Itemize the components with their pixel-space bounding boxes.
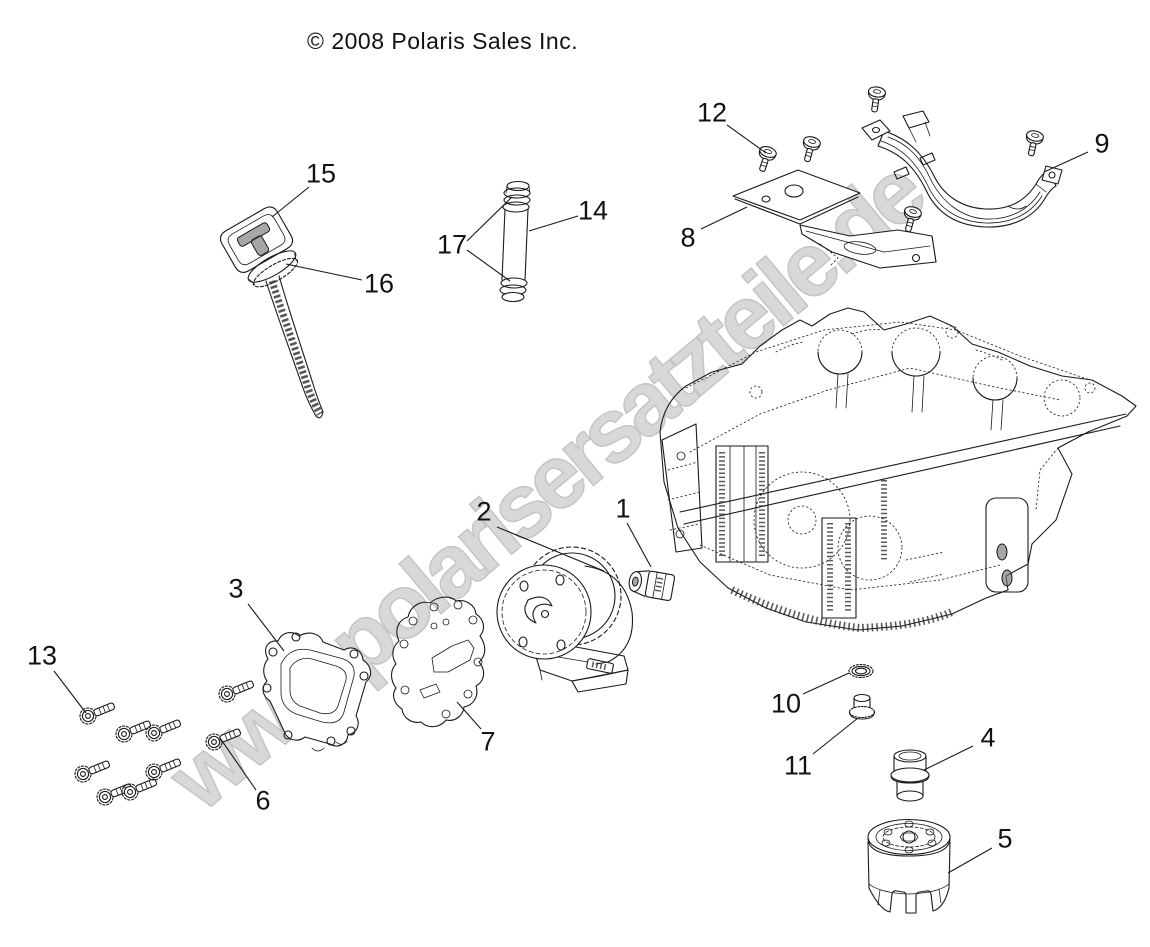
leader-6 — [219, 737, 257, 791]
callout-6: 6 — [255, 785, 271, 816]
screw-12 — [753, 144, 779, 175]
bolt — [72, 755, 113, 785]
callout-3: 3 — [228, 573, 244, 604]
screw — [865, 85, 887, 114]
callout-11: 11 — [783, 750, 813, 781]
screw — [899, 204, 924, 235]
leader-11 — [812, 717, 859, 755]
screw — [1021, 128, 1045, 158]
callout-2: 2 — [476, 496, 492, 527]
bolt — [113, 715, 154, 745]
bolt — [143, 753, 184, 783]
leader-12 — [726, 124, 767, 154]
leader-14 — [528, 215, 579, 232]
flange-bolts — [72, 675, 257, 808]
mount-bracket — [732, 169, 937, 269]
leader-15 — [271, 186, 310, 218]
leader-3 — [247, 603, 285, 652]
callout-4: 4 — [980, 722, 996, 753]
callout-12: 12 — [696, 97, 728, 128]
leader-lines — [53, 124, 1089, 874]
leader-17a — [466, 196, 513, 242]
leader-9 — [1043, 151, 1089, 173]
bolt-13 — [77, 697, 118, 727]
bolt-6 — [203, 723, 244, 753]
bolt — [119, 773, 160, 803]
filter-adapter — [890, 749, 930, 802]
callout-13: 13 — [26, 640, 58, 671]
callout-15: 15 — [305, 158, 337, 189]
oil-filter — [867, 818, 951, 914]
oil-tube — [499, 180, 531, 303]
bolt-6 — [216, 675, 257, 705]
leader-1 — [626, 522, 652, 568]
callout-7: 7 — [480, 726, 496, 757]
copyright-text: © 2008 Polaris Sales Inc. — [307, 28, 579, 54]
crankcase-block — [659, 307, 1137, 633]
screw — [798, 134, 823, 165]
callout-1: 1 — [615, 493, 631, 524]
callout-10: 10 — [770, 688, 802, 719]
leader-4 — [923, 745, 974, 771]
callout-5: 5 — [997, 823, 1013, 854]
oil-pump — [496, 546, 634, 693]
drain-plug — [848, 693, 876, 720]
leader-7 — [456, 701, 482, 730]
callout-17: 17 — [436, 229, 468, 260]
leader-10 — [802, 672, 850, 695]
seal-washer — [848, 663, 874, 679]
dipstick — [219, 206, 324, 419]
callout-9: 9 — [1094, 128, 1110, 159]
leader-13 — [53, 670, 87, 714]
callout-8: 8 — [680, 222, 696, 253]
leader-8 — [700, 206, 748, 230]
callout-16: 16 — [363, 268, 395, 299]
bolt — [143, 714, 184, 744]
callout-14: 14 — [577, 195, 609, 226]
leader-5 — [947, 847, 993, 874]
leader-2 — [496, 526, 605, 572]
heat-shield — [861, 110, 1063, 228]
relief-valve-fitting — [628, 570, 676, 602]
leader-17b — [466, 249, 511, 282]
leader-16 — [285, 263, 363, 281]
pump-cover — [262, 632, 372, 752]
pump-gasket — [390, 596, 486, 728]
